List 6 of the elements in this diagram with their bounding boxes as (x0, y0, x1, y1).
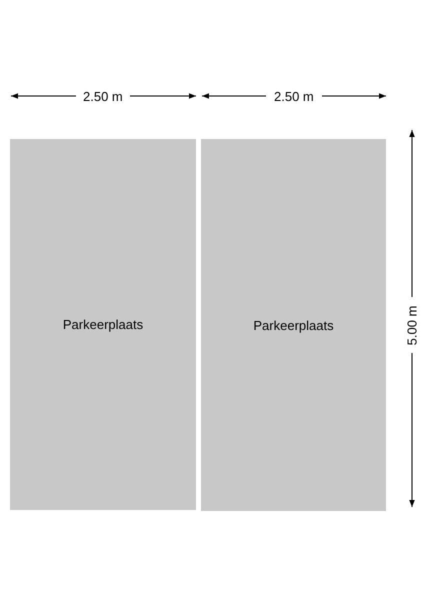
space-label: Parkeerplaats (62, 317, 144, 332)
space-label: Parkeerplaats (253, 318, 334, 332)
parking-space (201, 139, 386, 511)
parking-space (10, 139, 196, 510)
dimension-label: 2.50 m (81, 88, 125, 104)
dimension-label: 2.50 m (272, 88, 316, 104)
